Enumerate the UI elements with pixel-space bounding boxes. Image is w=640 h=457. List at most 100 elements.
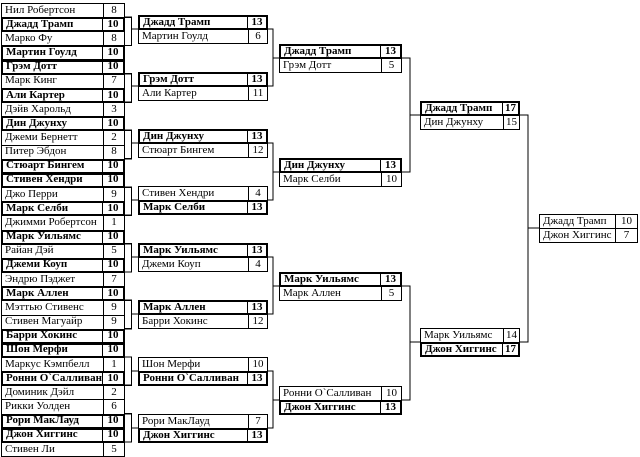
- player-name: Али Картер: [142, 87, 197, 99]
- player-name: Шон Мерфи: [6, 344, 68, 356]
- player-name: Стюарт Бингем: [142, 144, 215, 156]
- player-name: Ронни О`Салливан: [143, 372, 239, 384]
- player-name: Рикки Уолден: [5, 401, 71, 413]
- player-name: Джон Хиггинс: [543, 229, 612, 241]
- player-row: Марк Уильямс 13: [279, 272, 402, 287]
- player-score: 5: [381, 59, 401, 72]
- player-name: Грэм Дотт: [143, 73, 195, 85]
- player-row: Ронни О`Салливан 10: [279, 386, 402, 401]
- player-score: 10: [381, 173, 401, 186]
- player-score: 9: [103, 188, 124, 202]
- player-name: Джон Хиггинс: [425, 343, 497, 355]
- player-score: 1: [103, 216, 124, 230]
- player-score: 2: [103, 386, 124, 400]
- player-name: Питер Эбдон: [5, 146, 67, 158]
- player-name: Джеми Бернетт: [5, 132, 78, 144]
- player-name: Джон Хиггинс: [143, 429, 215, 441]
- player-name: Стюарт Бингем: [6, 160, 85, 172]
- player-score: 10: [102, 429, 123, 441]
- player-score: 13: [380, 45, 400, 57]
- player-name: Шон Мерфи: [142, 358, 201, 370]
- player-score: 15: [503, 116, 519, 129]
- player-name: Барри Хокинс: [6, 330, 78, 342]
- player-score: 9: [103, 301, 124, 315]
- player-row: Марк Селби 13: [138, 200, 268, 215]
- player-name: Джон Хиггинс: [284, 401, 356, 413]
- player-name: Джадд Трамп: [6, 18, 74, 30]
- player-name: Стивен Хендри: [142, 187, 215, 199]
- player-name: Ронни О`Салливан: [283, 387, 372, 399]
- player-score: 11: [248, 87, 267, 100]
- player-row: Дин Джунху 13: [138, 129, 268, 144]
- player-name: Марк Уильямс: [6, 231, 81, 243]
- player-score: 6: [103, 400, 124, 414]
- player-row: Джадд Трамп 10: [1, 17, 125, 33]
- player-score: 7: [103, 273, 124, 287]
- player-score: 12: [248, 315, 267, 328]
- player-name: Марк Селби: [6, 202, 69, 214]
- player-name: Марк Уильямс: [284, 273, 359, 285]
- player-score: 10: [102, 61, 123, 73]
- player-row: Марк Селби 10: [279, 172, 402, 187]
- player-name: Мартин Гоулд: [6, 47, 77, 59]
- player-name: Марк Селби: [283, 173, 341, 185]
- player-score: 7: [615, 229, 637, 242]
- player-score: 6: [248, 30, 267, 43]
- player-score: 13: [247, 73, 266, 85]
- player-row: Мэттью Стивенс 9: [1, 300, 125, 316]
- player-name: Дин Джунху: [143, 130, 204, 142]
- player-name: Рори МакЛауд: [142, 415, 210, 427]
- player-name: Нил Робертсон: [5, 4, 76, 16]
- player-score: 13: [247, 372, 266, 384]
- player-score: 17: [502, 102, 518, 114]
- player-score: 13: [247, 244, 266, 256]
- player-score: 10: [615, 215, 637, 228]
- player-name: Джо Перри: [5, 188, 58, 200]
- player-score: 10: [102, 89, 123, 102]
- player-name: Дин Джунху: [6, 117, 67, 129]
- player-score: 10: [248, 358, 267, 371]
- player-name: Мэттью Стивенс: [5, 301, 84, 313]
- player-score: 10: [102, 18, 123, 31]
- player-name: Али Картер: [6, 89, 65, 101]
- player-name: Грэм Дотт: [283, 59, 332, 71]
- player-score: 13: [380, 273, 400, 285]
- player-score: 13: [247, 201, 266, 213]
- player-score: 1: [103, 358, 124, 372]
- player-score: 4: [248, 187, 267, 200]
- player-row: Али Картер 10: [1, 87, 125, 104]
- player-score: 10: [102, 344, 123, 356]
- player-name: Джадд Трамп: [543, 215, 607, 227]
- player-row: Али Картер 11: [138, 86, 268, 101]
- player-score: 8: [103, 145, 124, 159]
- player-score: 17: [502, 343, 518, 355]
- player-score: 10: [381, 387, 401, 400]
- player-name: Джадд Трамп: [425, 102, 493, 114]
- player-score: 7: [103, 74, 124, 88]
- player-name: Марк Селби: [143, 201, 206, 213]
- player-score: 13: [247, 130, 266, 142]
- connector-lines: [125, 16, 539, 443]
- player-name: Стивен Хендри: [6, 174, 83, 186]
